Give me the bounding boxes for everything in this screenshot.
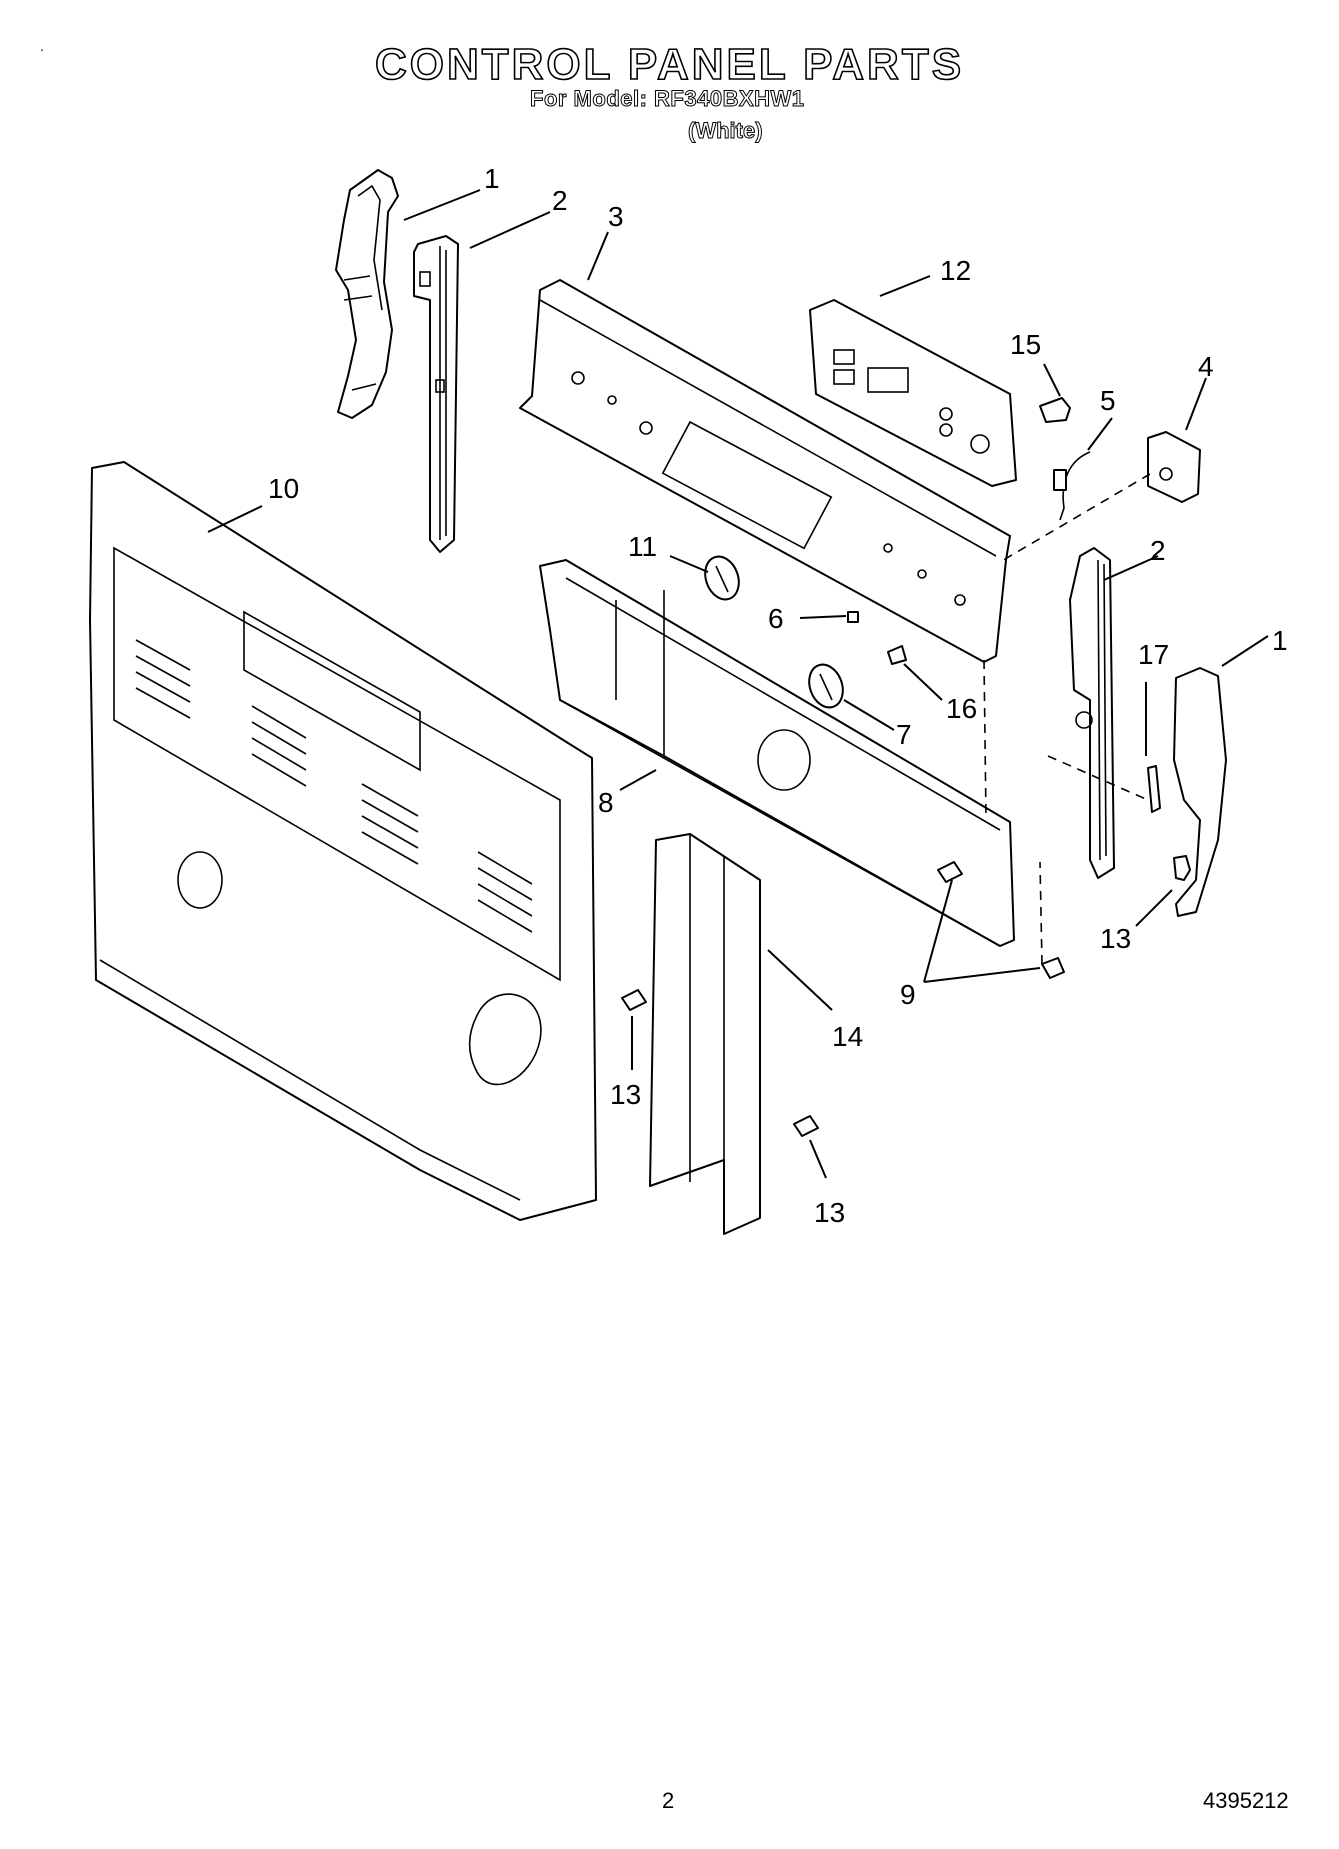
part-5-wire <box>1053 451 1091 521</box>
callout-12: 12 <box>940 255 971 286</box>
callout-10: 10 <box>268 473 299 504</box>
part-14-heat-shield <box>649 833 761 1235</box>
callout-13-bottom: 13 <box>814 1197 845 1228</box>
part-15-screw <box>1039 397 1071 423</box>
model-line: For Model: RF340BXHW1 <box>530 86 805 112</box>
page-number: 2 <box>662 1788 675 1813</box>
callout-1-right: 1 <box>1272 625 1288 656</box>
part-1-right-endcap <box>1173 667 1227 917</box>
part-13-screw-left <box>621 989 647 1011</box>
part-1-left-endcap <box>335 169 399 419</box>
part-3-console-panel <box>519 279 1011 663</box>
part-9-screws <box>937 861 1065 979</box>
callout-13-right: 13 <box>1100 923 1131 954</box>
callout-13-left: 13 <box>610 1079 641 1110</box>
part-8-manifold-panel <box>539 559 1015 947</box>
color-line: (White) <box>688 118 764 144</box>
leader-dashed <box>1047 755 1149 801</box>
callout-4: 4 <box>1198 351 1214 382</box>
callout-11: 11 <box>628 531 657 562</box>
callout-14: 14 <box>832 1021 863 1052</box>
part-13-screw-right <box>1173 855 1191 881</box>
callout-2-right: 2 <box>1150 535 1166 566</box>
part-7-knob <box>808 663 844 709</box>
callout-16: 16 <box>946 693 977 724</box>
document-number: 4395212 <box>1203 1788 1289 1813</box>
page-title: CONTROL PANEL PARTS <box>374 39 965 90</box>
part-2-right-bracket <box>1069 547 1115 879</box>
part-2-left-bracket <box>413 235 459 553</box>
callout-9: 9 <box>900 979 916 1010</box>
part-6-pin <box>847 611 859 623</box>
callout-3: 3 <box>608 201 624 232</box>
callout-17: 17 <box>1138 639 1169 670</box>
corner-mark: . <box>40 38 44 54</box>
callout-2: 2 <box>552 185 568 216</box>
part-17-clip <box>1147 765 1161 813</box>
leader-dashed <box>1039 861 1043 965</box>
callout-arrows <box>207 189 1269 1179</box>
callout-1: 1 <box>484 163 500 194</box>
leader-dashed <box>983 659 987 819</box>
callout-6: 6 <box>768 603 784 634</box>
callout-7: 7 <box>896 719 912 750</box>
part-13-screw-bottom <box>793 1115 819 1137</box>
part-11-knob <box>704 555 740 601</box>
part-4-box <box>999 431 1201 563</box>
callout-15: 15 <box>1010 329 1041 360</box>
part-12-electronic-control <box>809 299 1017 487</box>
part-16-screw <box>887 645 907 665</box>
part-10-rear-panel <box>89 461 597 1221</box>
callout-8: 8 <box>598 787 614 818</box>
callout-5: 5 <box>1100 385 1116 416</box>
